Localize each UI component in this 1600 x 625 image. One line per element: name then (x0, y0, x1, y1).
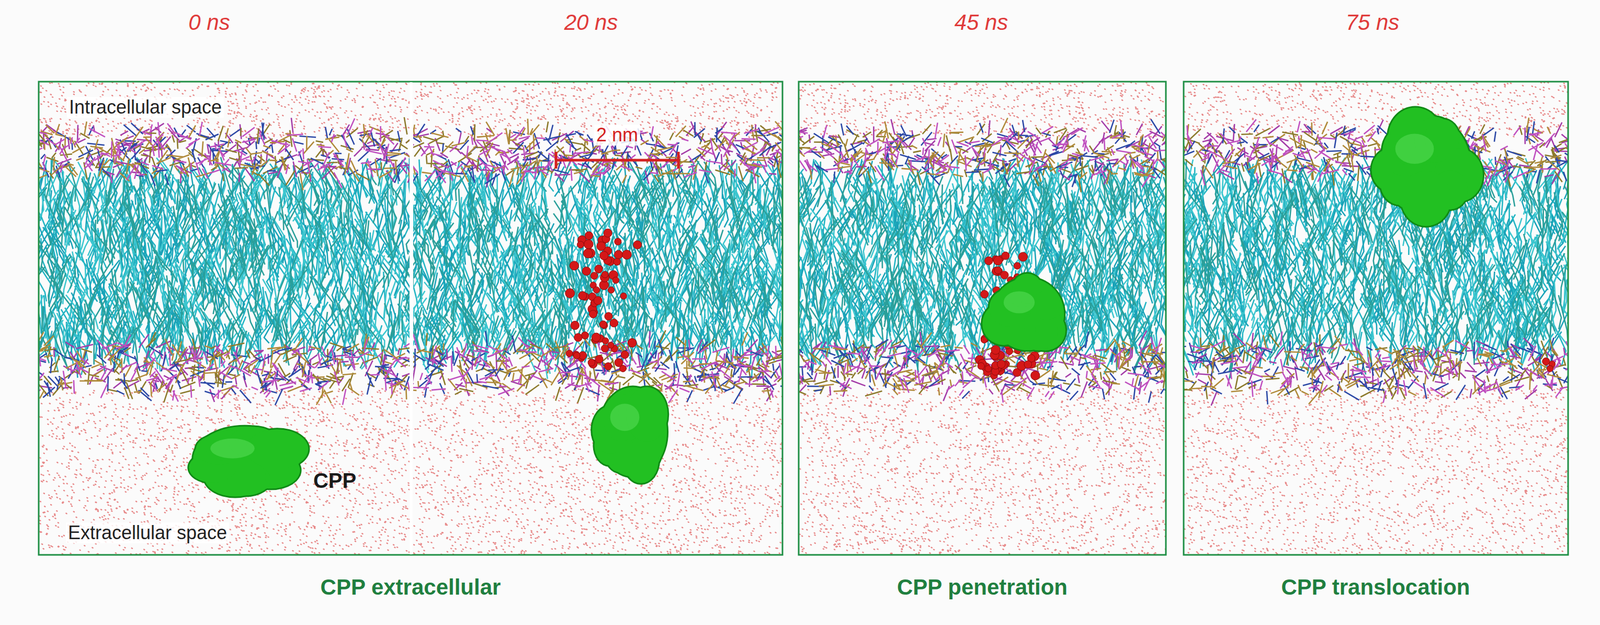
water-molecule (633, 240, 642, 249)
water-molecule (993, 255, 1003, 265)
water-molecule (569, 261, 579, 270)
water-molecule (1000, 270, 1009, 279)
water-molecule (602, 337, 609, 344)
time-label: 75 ns (1345, 10, 1400, 35)
water-molecule (592, 332, 601, 342)
water-molecule (604, 362, 612, 370)
scale-label: 2 nm (594, 124, 641, 146)
water-molecule (573, 352, 581, 359)
water-molecule (587, 358, 596, 367)
cpp-label: CPP (313, 468, 357, 492)
water-molecule (583, 239, 594, 249)
water-molecule (593, 286, 600, 293)
lipid-headgroups (413, 118, 782, 406)
time-label: 20 ns (564, 10, 619, 35)
water-molecule (620, 292, 627, 300)
water-molecule (991, 345, 1001, 355)
water-molecule (984, 256, 994, 265)
cpp-peptide (1369, 105, 1485, 228)
water-molecule (1547, 365, 1554, 372)
water-molecule (620, 350, 629, 359)
water-molecule (583, 248, 593, 258)
water-molecule (994, 266, 1002, 274)
water-molecule (594, 264, 603, 273)
cpp-peptide (187, 424, 310, 498)
panel-0ns (39, 82, 410, 554)
water-molecule (1001, 251, 1010, 260)
water-molecule (614, 250, 623, 259)
panel-20ns (413, 82, 782, 554)
lipid-tails (413, 158, 782, 376)
water-molecule (627, 338, 637, 348)
cpp-highlight (1003, 291, 1035, 314)
water-molecule (582, 266, 591, 276)
water-molecule (997, 359, 1006, 369)
water-molecule (590, 271, 598, 280)
lipid-headgroups (1184, 124, 1568, 400)
water-molecule (1018, 252, 1028, 262)
cpp-highlight (1395, 133, 1435, 164)
water-molecule (565, 288, 575, 298)
water-molecule (565, 349, 573, 357)
panel-45ns (799, 82, 1166, 554)
water-molecule (578, 291, 587, 300)
water-molecule (601, 270, 609, 278)
lipid-tails (413, 157, 782, 379)
panel-75ns (1184, 82, 1568, 554)
lipid-headgroups (799, 123, 1166, 396)
panel-caption: CPP translocation (1281, 574, 1471, 599)
water-molecule (1024, 360, 1032, 368)
scale-bar (555, 151, 679, 169)
panel-caption: CPP penetration (897, 574, 1068, 599)
water-molecule (570, 320, 580, 329)
water-molecule (599, 320, 607, 328)
panel-frame (1183, 81, 1569, 555)
lipid-headgroups (39, 118, 410, 405)
time-label: 45 ns (954, 10, 1009, 35)
water-molecule (600, 344, 609, 353)
panel-frame (798, 81, 1166, 555)
water-molecule (1013, 262, 1021, 269)
water-molecule (614, 358, 623, 367)
lipid-tails (39, 156, 410, 376)
cpp-surface (245, 428, 309, 469)
lipid-headgroups (799, 120, 1166, 403)
water-molecule (604, 312, 613, 321)
water-molecule (622, 250, 632, 260)
water-molecule (613, 258, 621, 266)
water-molecule (1542, 357, 1550, 365)
water-molecule (577, 241, 585, 248)
time-label: 0 ns (188, 10, 230, 35)
water-molecule (980, 290, 989, 299)
water-molecule (603, 228, 612, 237)
cpp-peptide (980, 271, 1068, 353)
water-molecule (589, 310, 598, 319)
water-molecule (609, 318, 618, 327)
cpp-highlight (210, 438, 255, 459)
water-molecule (607, 286, 615, 293)
water-molecule (599, 251, 609, 260)
water-molecule (977, 362, 985, 370)
panel-caption: CPP extracellular (320, 574, 502, 599)
water-molecule (593, 296, 603, 305)
region-label: Intracellular space (66, 96, 224, 118)
panel-divider (410, 82, 413, 554)
water-molecule (984, 365, 992, 372)
water-molecule (596, 241, 606, 251)
cpp-peptide (590, 384, 669, 485)
region-label: Extracellular space (65, 522, 230, 543)
cpp-highlight (610, 403, 640, 431)
lipid-headgroups (1184, 119, 1568, 403)
water-molecule (612, 276, 619, 283)
water-molecule (614, 237, 622, 245)
water-molecule (574, 333, 583, 342)
lipid-headgroups (413, 125, 782, 403)
panel-frame (38, 81, 783, 555)
water-molecule (1030, 370, 1040, 380)
cpp-surface (1031, 290, 1062, 321)
water-molecule (595, 355, 604, 363)
